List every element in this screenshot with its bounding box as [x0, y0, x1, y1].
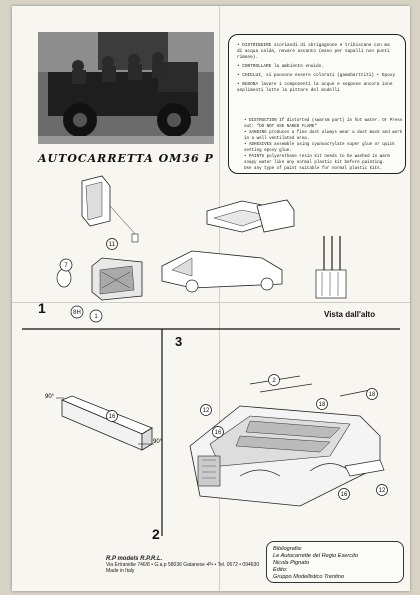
legend-key: • DISTRUCTION	[244, 119, 277, 123]
step1-drawings	[56, 175, 347, 301]
step3-body-drawing	[189, 375, 385, 507]
instructions-box: • DISTRIBUIRE scoriandi di sbrigagnone e…	[228, 34, 406, 174]
legend-text: Use any type of paint suitable for norma…	[244, 167, 383, 171]
step-number-1: 1	[38, 300, 46, 316]
legend-text: polyurethane resin kit needs to be washe…	[244, 155, 390, 165]
legend-text: produces a fine dust always wear a dust …	[244, 131, 403, 141]
instruction-line: • DISTRIBUIRE scoriandi di sbrigagnone e…	[237, 43, 390, 60]
instruction-line: • CHIELUI, si puosono essere colorati (g…	[237, 73, 396, 78]
callout-11-label: 11	[109, 242, 116, 248]
manufacturer-info: R.P models R.P.R.L. Via Ertranidie 746/8…	[106, 556, 266, 574]
manufacturer-address: Via Ertranidie 746/8 • G.a.p 58036 Gatan…	[106, 562, 260, 568]
legend-row: Use any type of paint suitable for norma…	[244, 166, 404, 172]
angle-90-right: 90°	[153, 439, 163, 445]
callout-1-label: 1	[94, 314, 98, 320]
legend-row: • DISTRUCTION If distorted (swarsm part)…	[244, 118, 404, 130]
callout-12-b-label: 12	[379, 488, 386, 494]
callout-12-a-label: 12	[203, 408, 210, 414]
manufacturer-name: R.P models R.P.R.L.	[106, 556, 163, 562]
vehicle-photo	[38, 32, 214, 144]
bibliography-book: Le Autocarrette del Regio Esercito	[273, 553, 358, 559]
bibliography-heading: Bibliografia:	[273, 546, 303, 552]
callout-18-b-label: 18	[319, 402, 326, 408]
callout-7: 7	[59, 258, 73, 272]
callout-18-b: 18	[316, 398, 328, 410]
bibliography-author: Nicola Pignato	[273, 560, 310, 566]
callout-1: 1	[89, 309, 103, 323]
callout-11: 11	[106, 238, 118, 250]
legend-row: • ADHESIVES assemble using cyanoacrylate…	[244, 142, 404, 154]
instruction-line: • CONTROLLARE la ambiente enuido.	[237, 64, 324, 69]
english-legend: • DISTRUCTION If distorted (swarsm part)…	[244, 118, 404, 172]
callout-16-step2-label: 16	[109, 414, 116, 420]
callout-12-a: 12	[200, 404, 212, 416]
callout-8: 8H	[70, 305, 84, 319]
callout-2-label: 2	[272, 378, 276, 384]
callout-16-c: 16	[338, 488, 350, 500]
bibliography-box: Bibliografia: Le Autocarrette del Regio …	[266, 541, 404, 583]
step2-toolbox-drawing	[56, 395, 154, 451]
bibliography-edited-label: Edito:	[273, 567, 288, 573]
callout-16-c-label: 16	[341, 492, 348, 498]
callout-8-label: 8H	[73, 310, 81, 316]
legend-text: assemble using cyanoacrylate super glue …	[244, 143, 395, 153]
legend-key: • ADHESIVES	[244, 143, 272, 147]
fold-line-horizontal	[12, 302, 410, 303]
callout-18-a: 18	[366, 388, 378, 400]
legend-row: • SANDING produces a fine dust always we…	[244, 130, 404, 142]
legend-key: • PAINTS	[244, 155, 265, 159]
model-title: AUTOCARRETTA OM36 P	[38, 152, 214, 165]
callout-2-step3: 2	[268, 374, 280, 386]
instruction-sheet: AUTOCARRETTA OM36 P • DISTRIBUIRE scoria…	[12, 6, 410, 591]
fold-line-vertical	[219, 6, 220, 591]
callout-16-step2: 16	[106, 410, 118, 422]
step-number-2: 2	[152, 526, 160, 542]
callout-16-b: 16	[212, 426, 224, 438]
callout-16-b-label: 16	[215, 430, 222, 436]
callout-7-label: 7	[64, 263, 68, 269]
step-number-3: 3	[175, 334, 183, 349]
section-dividers	[22, 328, 400, 536]
legend-key: • SANDING	[244, 131, 267, 135]
bibliography-publisher: Gruppo Modellistico Trentino	[273, 574, 345, 580]
angle-90-left: 90°	[45, 394, 55, 400]
instruction-line: • BUSONA lavare i componenti la acque e …	[237, 82, 393, 93]
callout-12-b: 12	[376, 484, 388, 496]
legend-text: If distorted (swarsm part) in hot water.…	[244, 119, 403, 129]
legend-row: • PAINTS polyurethane resin kit needs to…	[244, 154, 404, 166]
top-view-label: Vista dall'alto	[324, 310, 376, 319]
vehicle-photo-drawing	[38, 32, 214, 144]
made-in: Made in Italy	[106, 568, 135, 574]
callout-18-a-label: 18	[369, 392, 376, 398]
